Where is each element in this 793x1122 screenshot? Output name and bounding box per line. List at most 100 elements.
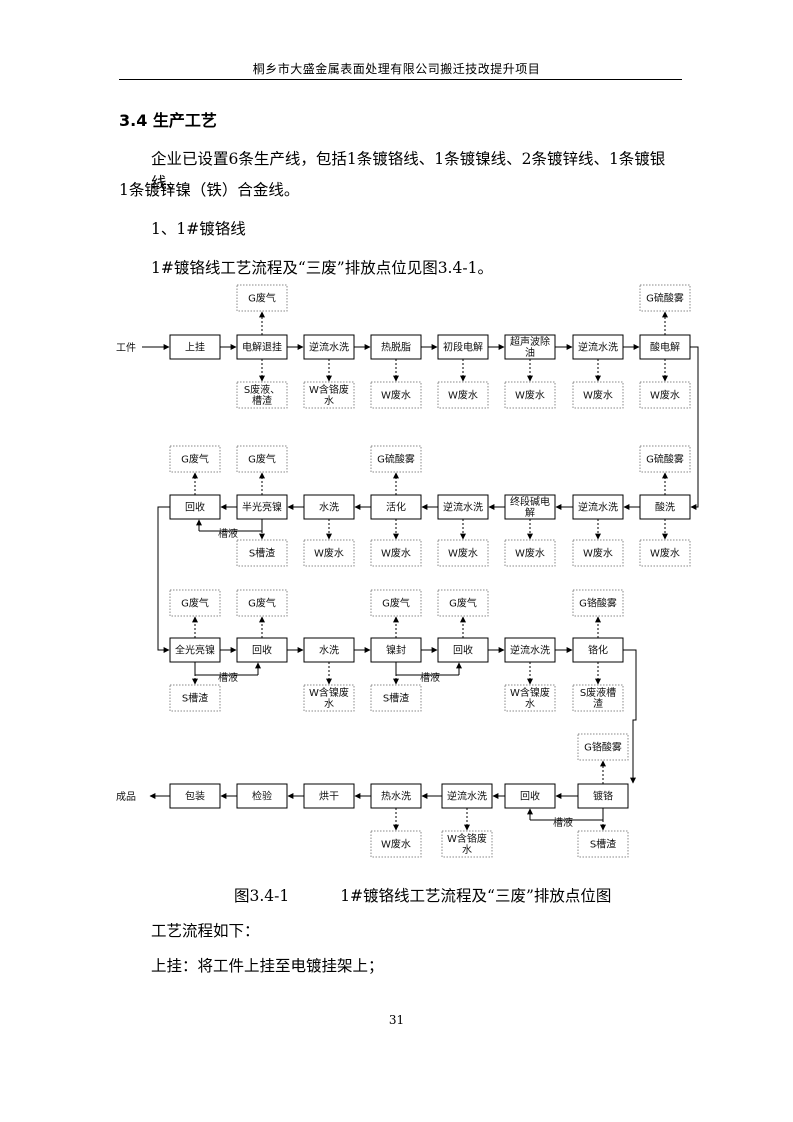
row3-step-2-frame: [303, 637, 355, 663]
row3-emission-top-6: G铬酸雾: [572, 589, 624, 617]
row1-step-1-text: 电解退挂: [242, 341, 282, 354]
row3-emission-top-1-text: G废气: [248, 597, 276, 610]
row1-step-4-text: 初段电解: [443, 341, 483, 354]
row2-emission-bottom-1-text: S槽渣: [249, 547, 275, 560]
row2-emission-bottom-2-frame: [303, 539, 355, 567]
row2-emission-top-7-frame: [639, 445, 691, 473]
row2-step-5-text: 解: [525, 506, 535, 519]
row3-step-2: 水洗: [303, 637, 355, 663]
row3-emission-top-3: G废气: [370, 589, 422, 617]
row2-step-1: 半光亮镍: [236, 494, 288, 520]
row1-step-3-frame: [370, 334, 422, 360]
row1-step-2: 逆流水洗: [303, 334, 355, 360]
process-step-hanging: 上挂：将工件上挂至电镀挂架上；: [151, 957, 384, 975]
row3-step-5-frame: [504, 637, 556, 663]
row1-emission-bottom-4-frame: [437, 381, 489, 409]
row3-emission-top-4-text: G废气: [449, 597, 477, 610]
row4-step-4: 逆流水洗: [441, 783, 493, 809]
row1-step-5-text: 油: [525, 346, 535, 359]
row3-emission-top-6-frame: [572, 589, 624, 617]
figure-number: 图3.4-1: [234, 887, 290, 905]
row3-emission-top-0: G废气: [169, 589, 221, 617]
row3-emission-top-0-frame: [169, 589, 221, 617]
row4-step-2-frame: [303, 783, 355, 809]
row2-emission-bottom-5-frame: [504, 539, 556, 567]
row1-step-4: 初段电解: [437, 334, 489, 360]
row2-emission-top-7: G硫酸雾: [639, 445, 691, 473]
row4-step-6: 镀铬: [577, 783, 629, 809]
row4-step-6-frame: [577, 783, 629, 809]
row2-emission-bottom-5: W废水: [504, 539, 556, 567]
row2-step-4: 逆流水洗: [437, 494, 489, 520]
row3-step-1-frame: [236, 637, 288, 663]
row1-emission-bottom-1-frame: [236, 381, 288, 409]
figure-reference-paragraph: 1#镀铬线工艺流程及“三废”排放点位见图3.4-1。: [151, 259, 493, 277]
row3-emission-bottom-3-text: S槽渣: [383, 692, 409, 705]
row3-step-6-frame: [572, 637, 624, 663]
row3-emission-top-1-frame: [236, 589, 288, 617]
header-rule: [119, 79, 682, 80]
row3-emission-bottom-6-text: 渣: [593, 697, 603, 710]
row3-emission-bottom-5-text: 水: [525, 698, 535, 710]
row4-step-2: 烘干: [303, 783, 355, 809]
row1-emission-top-7: G硫酸雾: [639, 284, 691, 312]
row2-emission-top-1-frame: [236, 445, 288, 473]
row4-step-4-text: 逆流水洗: [447, 790, 487, 803]
row3-emission-bottom-3-frame: [370, 684, 422, 712]
row2-emission-bottom-6: W废水: [572, 539, 624, 567]
row1-step-6-text: 逆流水洗: [578, 341, 618, 354]
row2-step-7: 酸洗: [639, 494, 691, 520]
row2-emission-bottom-7: W废水: [639, 539, 691, 567]
row2-emission-top-3-text: G硫酸雾: [377, 453, 415, 466]
row3-step-6-text: 铬化: [588, 644, 608, 657]
row1-step-6: 逆流水洗: [572, 334, 624, 360]
row1-emission-top-1-text: G废气: [248, 292, 276, 305]
row3-step-0-text: 全光亮镍: [175, 644, 215, 657]
row1-step-5-frame: [504, 334, 556, 360]
row3-emission-bottom-2-frame: [303, 684, 355, 712]
row1-step-7-text: 酸电解: [650, 341, 680, 354]
row2-emission-top-1-text: G废气: [248, 453, 276, 466]
row1-step-4-frame: [437, 334, 489, 360]
row1-emission-top-1-frame: [236, 284, 288, 312]
row3-step-5: 逆流水洗: [504, 637, 556, 663]
row2-emission-bottom-3-frame: [370, 539, 422, 567]
row4-tank-label: 槽液: [553, 816, 573, 829]
row1-emission-bottom-4: W废水: [437, 381, 489, 409]
row1-emission-top-7-frame: [639, 284, 691, 312]
row3-to-row4-connector: [623, 649, 637, 784]
row1-emission-bottom-6: W废水: [572, 381, 624, 409]
row2-step-6-frame: [572, 494, 624, 520]
row3-step-1-text: 回收: [252, 644, 272, 657]
row3-emission-top-4-frame: [437, 589, 489, 617]
row1-step-6-frame: [572, 334, 624, 360]
row2-step-1-frame: [236, 494, 288, 520]
row1-emission-bottom-5-frame: [504, 381, 556, 409]
row3-emission-top-6-text: G铬酸雾: [579, 597, 617, 610]
row2-step-2-text: 水洗: [319, 502, 339, 514]
row1-emission-bottom-3-frame: [370, 381, 422, 409]
intro-paragraph-line2: 1条镀锌镍（铁）合金线。: [119, 181, 300, 199]
row2-emission-bottom-4-text: W废水: [448, 547, 478, 560]
row2-emission-bottom-4-frame: [437, 539, 489, 567]
row2-emission-bottom-6-text: W废水: [583, 547, 613, 560]
row3-step-2-text: 水洗: [319, 645, 339, 657]
row2-emission-bottom-6-frame: [572, 539, 624, 567]
row4-step-0-text: 包装: [185, 790, 205, 803]
row3-emission-top-4: G废气: [437, 589, 489, 617]
row4-emission-bottom-4-text: W含铬废: [447, 832, 487, 845]
row2-step-6-text: 逆流水洗: [578, 501, 618, 514]
row1-emission-bottom-1-text: S废液、: [244, 383, 280, 396]
row2-step-6: 逆流水洗: [572, 494, 624, 520]
row2-step-5-text: 终段碱电: [510, 495, 550, 508]
row4-emission-bottom-6-frame: [577, 830, 629, 858]
row4-step-3-text: 热水洗: [381, 790, 411, 803]
row2-emission-bottom-1-frame: [236, 539, 288, 567]
row3-emission-bottom-5-frame: [504, 684, 556, 712]
row2-emission-bottom-7-text: W废水: [650, 547, 680, 560]
